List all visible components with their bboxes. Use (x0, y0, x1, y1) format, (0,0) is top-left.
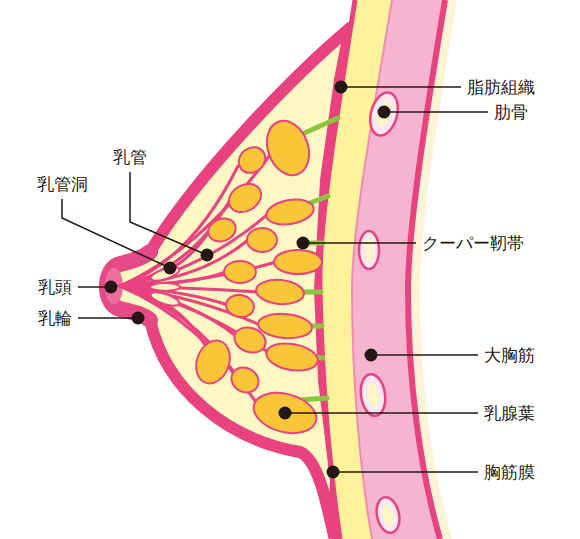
lobe (231, 323, 269, 356)
part-label: 乳管 (113, 147, 147, 167)
duct (120, 166, 238, 286)
rib-cores (365, 100, 395, 526)
part-label: 乳管洞 (37, 174, 88, 194)
leader-lines (62, 87, 488, 472)
lobe (257, 312, 313, 341)
rib (359, 231, 379, 269)
mammary-lobes (190, 115, 322, 440)
lobe (255, 278, 305, 306)
lobe (260, 115, 317, 181)
leader-dot (164, 262, 177, 275)
leader-line (303, 242, 416, 244)
part-label: 肋骨 (494, 102, 528, 122)
lobe (224, 178, 266, 218)
leader-dot (105, 281, 118, 294)
rib (358, 373, 388, 418)
sinus (149, 290, 181, 309)
lobe (224, 261, 256, 283)
lobe (190, 336, 235, 388)
leader-line (78, 317, 138, 319)
leader-line (62, 199, 170, 268)
rib-core (375, 100, 393, 128)
leader-line (285, 412, 478, 414)
leader-line (333, 471, 478, 473)
part-label: 胸筋膜 (484, 462, 535, 482)
sinus (150, 283, 180, 291)
part-label: 乳頭 (38, 277, 72, 297)
part-label: 乳輪 (38, 308, 72, 328)
milk-ducts (120, 155, 276, 405)
rib-core (366, 382, 379, 407)
rib (366, 89, 403, 138)
lobe (205, 215, 239, 245)
muscle-outer-edge (408, 0, 445, 539)
duct (120, 155, 270, 286)
lobe (234, 142, 271, 178)
duct (120, 262, 276, 286)
leader-dot (327, 466, 340, 479)
lobe (264, 196, 315, 228)
lobe (224, 293, 255, 320)
breast-outline (107, 28, 350, 536)
leader-dot (297, 237, 310, 250)
leader-dot (378, 106, 391, 119)
pectoral-fascia (320, 0, 355, 539)
ribs (358, 89, 402, 535)
ligament (300, 118, 338, 135)
duct (120, 200, 230, 286)
leader-dot (335, 81, 348, 94)
duct (120, 230, 210, 286)
pectoralis-muscle (352, 0, 445, 539)
lobe (274, 250, 322, 274)
leader-dots (105, 81, 391, 479)
part-label: クーパー靭帯 (422, 233, 524, 253)
lobe (227, 363, 263, 398)
leader-line (130, 172, 207, 255)
leader-dot (365, 349, 378, 362)
duct (120, 286, 205, 345)
leader-dot (279, 407, 292, 420)
lobe (264, 340, 320, 375)
leader-dot (132, 312, 145, 325)
leader-dot (201, 249, 214, 262)
rib-core (381, 504, 395, 526)
lobe (247, 228, 277, 252)
part-label: 脂肪組織 (467, 77, 535, 97)
part-label: 大胸筋 (484, 345, 535, 365)
leader-line (371, 354, 478, 356)
muscle-inner-edge (352, 0, 392, 539)
leader-line (384, 111, 488, 113)
rib (373, 495, 402, 535)
part-label: 乳腺葉 (484, 403, 535, 423)
leader-line (341, 86, 461, 88)
